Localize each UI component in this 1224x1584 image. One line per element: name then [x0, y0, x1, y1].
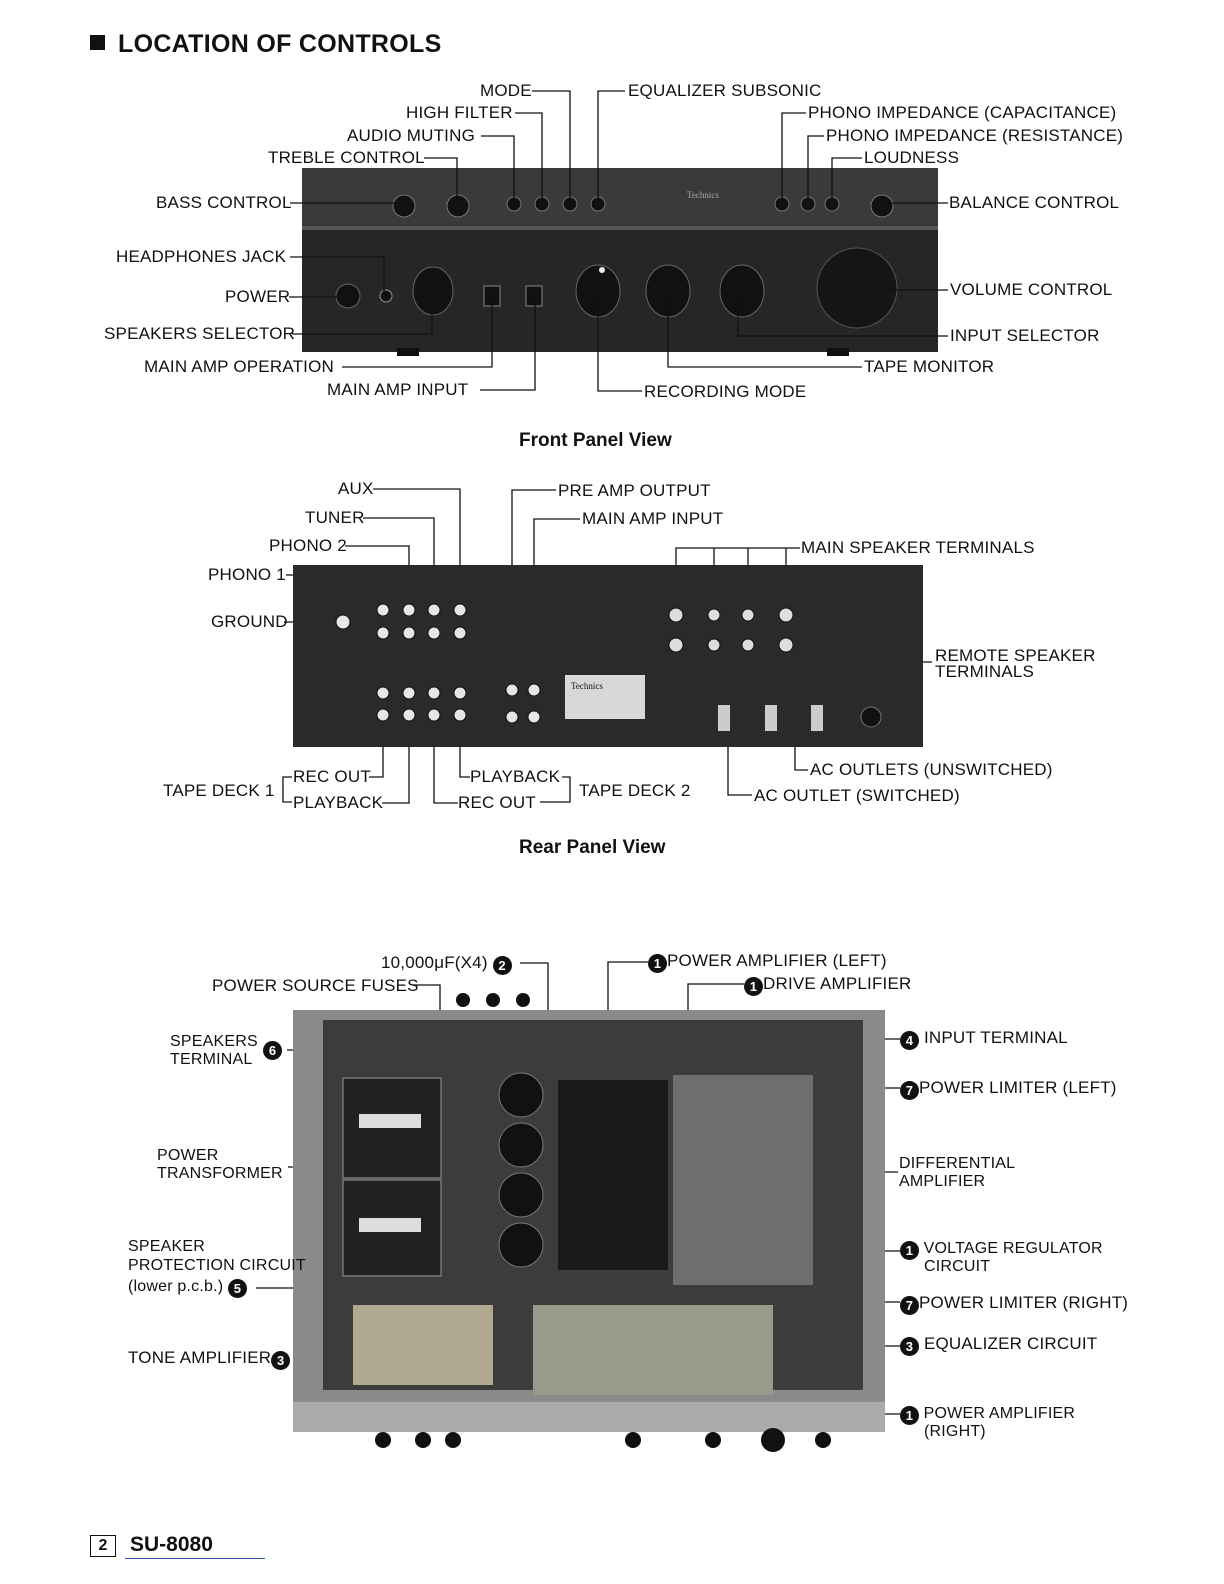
label-voltage-regulator-line2: CIRCUIT [924, 1258, 991, 1275]
label-headphones-jack: HEADPHONES JACK [116, 247, 287, 266]
label-input-terminal: 4 INPUT TERMINAL [900, 1029, 1068, 1050]
label-remote-speaker-line2: TERMINALS [935, 662, 1035, 681]
label-balance-control: BALANCE CONTROL [949, 193, 1120, 212]
label-loudness: LOUDNESS [864, 148, 960, 167]
label-speaker-protection-line3: (lower p.c.b.) 5 [128, 1278, 247, 1298]
label-main-amp-operation: MAIN AMP OPERATION [144, 357, 335, 376]
page-number: 2 [90, 1535, 116, 1557]
label-input-terminal-text: INPUT TERMINAL [923, 1028, 1068, 1047]
label-audio-muting: AUDIO MUTING [347, 126, 476, 145]
rear-panel-caption: Rear Panel View [519, 837, 666, 858]
label-power-limiter-right-text: POWER LIMITER (RIGHT) [919, 1293, 1129, 1312]
label-speakers-terminal-line2: TERMINAL [170, 1051, 253, 1068]
label-high-filter: HIGH FILTER [406, 103, 513, 122]
page-title-text: LOCATION OF CONTROLS [118, 30, 442, 58]
label-tone-amplifier-text: TONE AMPLIFIER [128, 1348, 272, 1367]
label-drive-amplifier-text: DRIVE AMPLIFIER [763, 974, 912, 993]
label-phono-2: PHONO 2 [269, 536, 347, 555]
callout-number: 1 [744, 977, 763, 996]
label-pre-amp-output: PRE AMP OUTPUT [558, 481, 711, 500]
label-main-amp-input-front: MAIN AMP INPUT [327, 380, 469, 399]
callout-number: 7 [900, 1081, 919, 1100]
square-bullet-icon [90, 35, 105, 50]
callout-number: 1 [648, 954, 667, 973]
label-ac-outlets-unswitched: AC OUTLETS (UNSWITCHED) [810, 760, 1053, 779]
label-tape-monitor: TAPE MONITOR [864, 357, 995, 376]
label-equalizer-circuit-text: EQUALIZER CIRCUIT [923, 1334, 1098, 1353]
label-mode: MODE [480, 81, 532, 100]
label-capacitors-text: 10,000μF(X4) [381, 953, 488, 972]
label-speaker-protection-line2: PROTECTION CIRCUIT [128, 1257, 306, 1274]
label-speakers-terminal-line1: SPEAKERS [170, 1033, 258, 1050]
label-tape-deck-1: TAPE DECK 1 [163, 781, 275, 800]
label-phono-impedance-capacitance: PHONO IMPEDANCE (CAPACITANCE) [808, 103, 1117, 122]
label-power-amplifier-right-line1: 1 POWER AMPLIFIER [900, 1405, 1075, 1425]
model-number: SU-8080 [130, 1533, 213, 1556]
label-input-selector: INPUT SELECTOR [950, 326, 1100, 345]
label-power-source-fuses: POWER SOURCE FUSES [212, 976, 419, 995]
label-voltage-regulator-line1: 1 VOLTAGE REGULATOR [900, 1240, 1103, 1260]
label-differential-line2: AMPLIFIER [899, 1173, 986, 1190]
label-rec-out-1: REC OUT [293, 767, 371, 786]
label-volume-control: VOLUME CONTROL [950, 280, 1113, 299]
label-ground: GROUND [211, 612, 288, 631]
label-recording-mode: RECORDING MODE [644, 382, 807, 401]
callout-number: 4 [900, 1031, 919, 1050]
label-power-amplifier-left-text: POWER AMPLIFIER (LEFT) [667, 951, 887, 970]
callout-number: 7 [900, 1296, 919, 1315]
label-lower-pcb-text: (lower p.c.b.) [128, 1278, 224, 1295]
label-power-amplifier-right-text: POWER AMPLIFIER [923, 1405, 1076, 1422]
callout-number: 3 [271, 1351, 291, 1370]
label-power-amplifier-right-line2: (RIGHT) [924, 1423, 986, 1440]
svg-text:Technics: Technics [571, 681, 603, 691]
label-speakers-selector: SPEAKERS SELECTOR [104, 324, 296, 343]
front-panel-photo: Technics [302, 168, 938, 356]
label-voltage-regulator-text: VOLTAGE REGULATOR [923, 1240, 1103, 1257]
label-remote-speaker-line1: REMOTE SPEAKER [935, 646, 1096, 665]
callout-number: 6 [263, 1041, 282, 1060]
label-bass-control: BASS CONTROL [156, 193, 292, 212]
label-main-speaker-terminals: MAIN SPEAKER TERMINALS [801, 538, 1035, 557]
label-capacitors: 10,000μF(X4) 2 [381, 954, 512, 975]
label-rec-out-2: REC OUT [458, 793, 536, 812]
callout-number: 1 [900, 1241, 919, 1260]
callout-number: 1 [900, 1406, 919, 1425]
label-power-limiter-left-text: POWER LIMITER (LEFT) [919, 1078, 1117, 1097]
label-differential-line1: DIFFERENTIAL [899, 1155, 1016, 1172]
label-phono-impedance-resistance: PHONO IMPEDANCE (RESISTANCE) [826, 126, 1124, 145]
svg-text:Technics: Technics [687, 190, 719, 200]
internal-view-illustration [293, 993, 885, 1452]
rear-panel-illustration: Technics [293, 565, 923, 747]
label-playback-2: PLAYBACK [470, 767, 561, 786]
label-main-amp-input-rear: MAIN AMP INPUT [582, 509, 724, 528]
label-power: POWER [225, 287, 291, 306]
label-tuner: TUNER [305, 508, 365, 527]
label-aux: AUX [338, 479, 374, 498]
rear-panel-photo: Technics [293, 565, 923, 750]
front-panel-illustration: Technics [302, 168, 938, 356]
label-playback-1: PLAYBACK [293, 793, 384, 812]
label-phono-1: PHONO 1 [208, 565, 286, 584]
internal-view-photo [293, 990, 885, 1455]
label-power-transformer-line2: TRANSFORMER [157, 1165, 283, 1182]
label-tape-deck-2: TAPE DECK 2 [579, 781, 691, 800]
label-ac-outlet-switched: AC OUTLET (SWITCHED) [754, 786, 960, 805]
callout-number: 3 [900, 1337, 919, 1356]
label-power-transformer-line1: POWER [157, 1147, 219, 1164]
front-panel-caption: Front Panel View [519, 430, 672, 451]
label-equalizer-circuit: 3 EQUALIZER CIRCUIT [900, 1335, 1097, 1356]
callout-number: 2 [492, 956, 512, 975]
label-speaker-protection-line1: SPEAKER [128, 1238, 205, 1255]
page-title: LOCATION OF CONTROLS [90, 30, 442, 59]
label-equalizer-subsonic: EQUALIZER SUBSONIC [628, 81, 822, 100]
footer-underline [125, 1558, 265, 1559]
label-treble-control: TREBLE CONTROL [268, 148, 425, 167]
callout-number: 5 [227, 1279, 247, 1298]
